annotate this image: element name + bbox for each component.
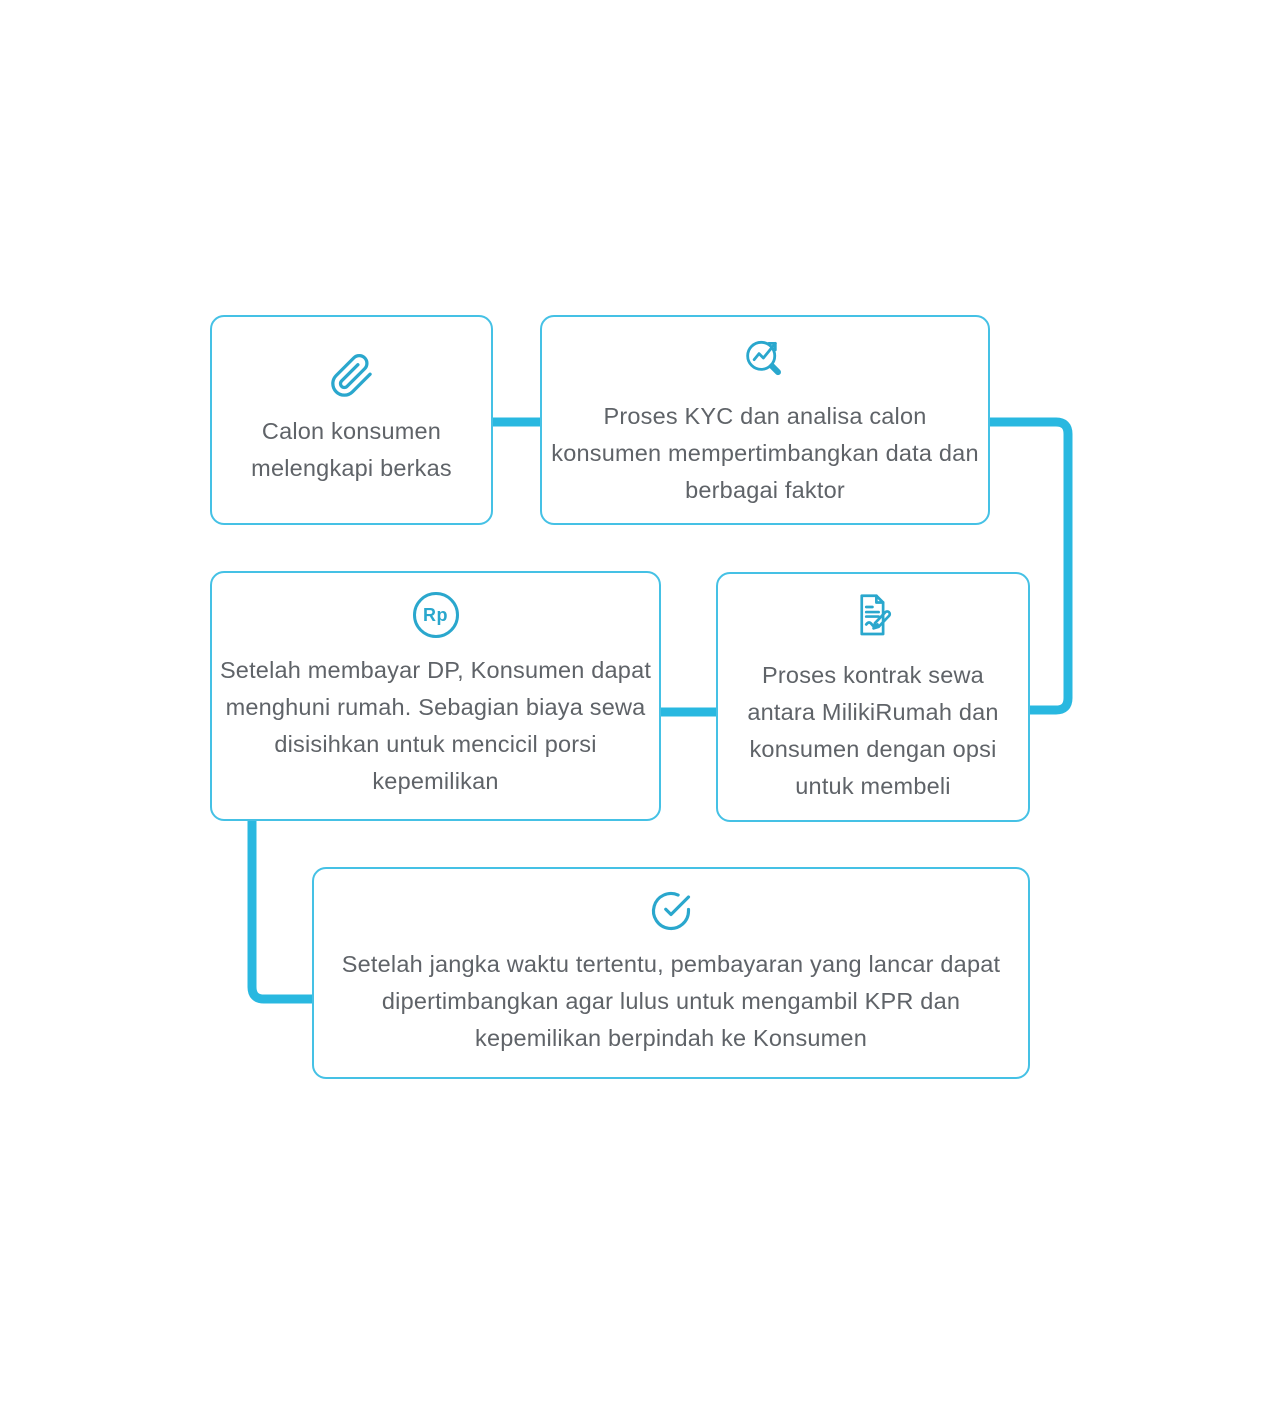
step-5-card: Setelah jangka waktu tertentu, pembayara… [312,867,1030,1079]
connector-step2-step4 [988,417,1073,715]
step-3-card: Rp Setelah membayar DP, Konsumen dapat m… [210,571,661,821]
check-circle-icon [650,890,692,932]
step-1-text: Calon konsumen melengkapi berkas [251,418,452,481]
rupiah-icon: Rp [412,592,459,638]
step-3-text: Setelah membayar DP, Konsumen dapat meng… [219,657,652,794]
rupiah-label: Rp [423,604,448,625]
connector-step3-step5 [247,820,312,1004]
contract-sign-icon [846,589,900,643]
step-5-text: Setelah jangka waktu tertentu, pembayara… [341,950,1001,1051]
paperclip-icon [329,353,375,399]
step-2-text: Proses KYC dan analisa calon konsumen me… [551,402,979,503]
step-1-card: Calon konsumen melengkapi berkas [210,315,493,525]
analysis-magnifier-icon [739,332,791,384]
step-4-card: Proses kontrak sewa antara MilikiRumah d… [716,572,1030,822]
step-2-card: Proses KYC dan analisa calon konsumen me… [540,315,990,525]
step-4-text: Proses kontrak sewa antara MilikiRumah d… [747,662,999,799]
